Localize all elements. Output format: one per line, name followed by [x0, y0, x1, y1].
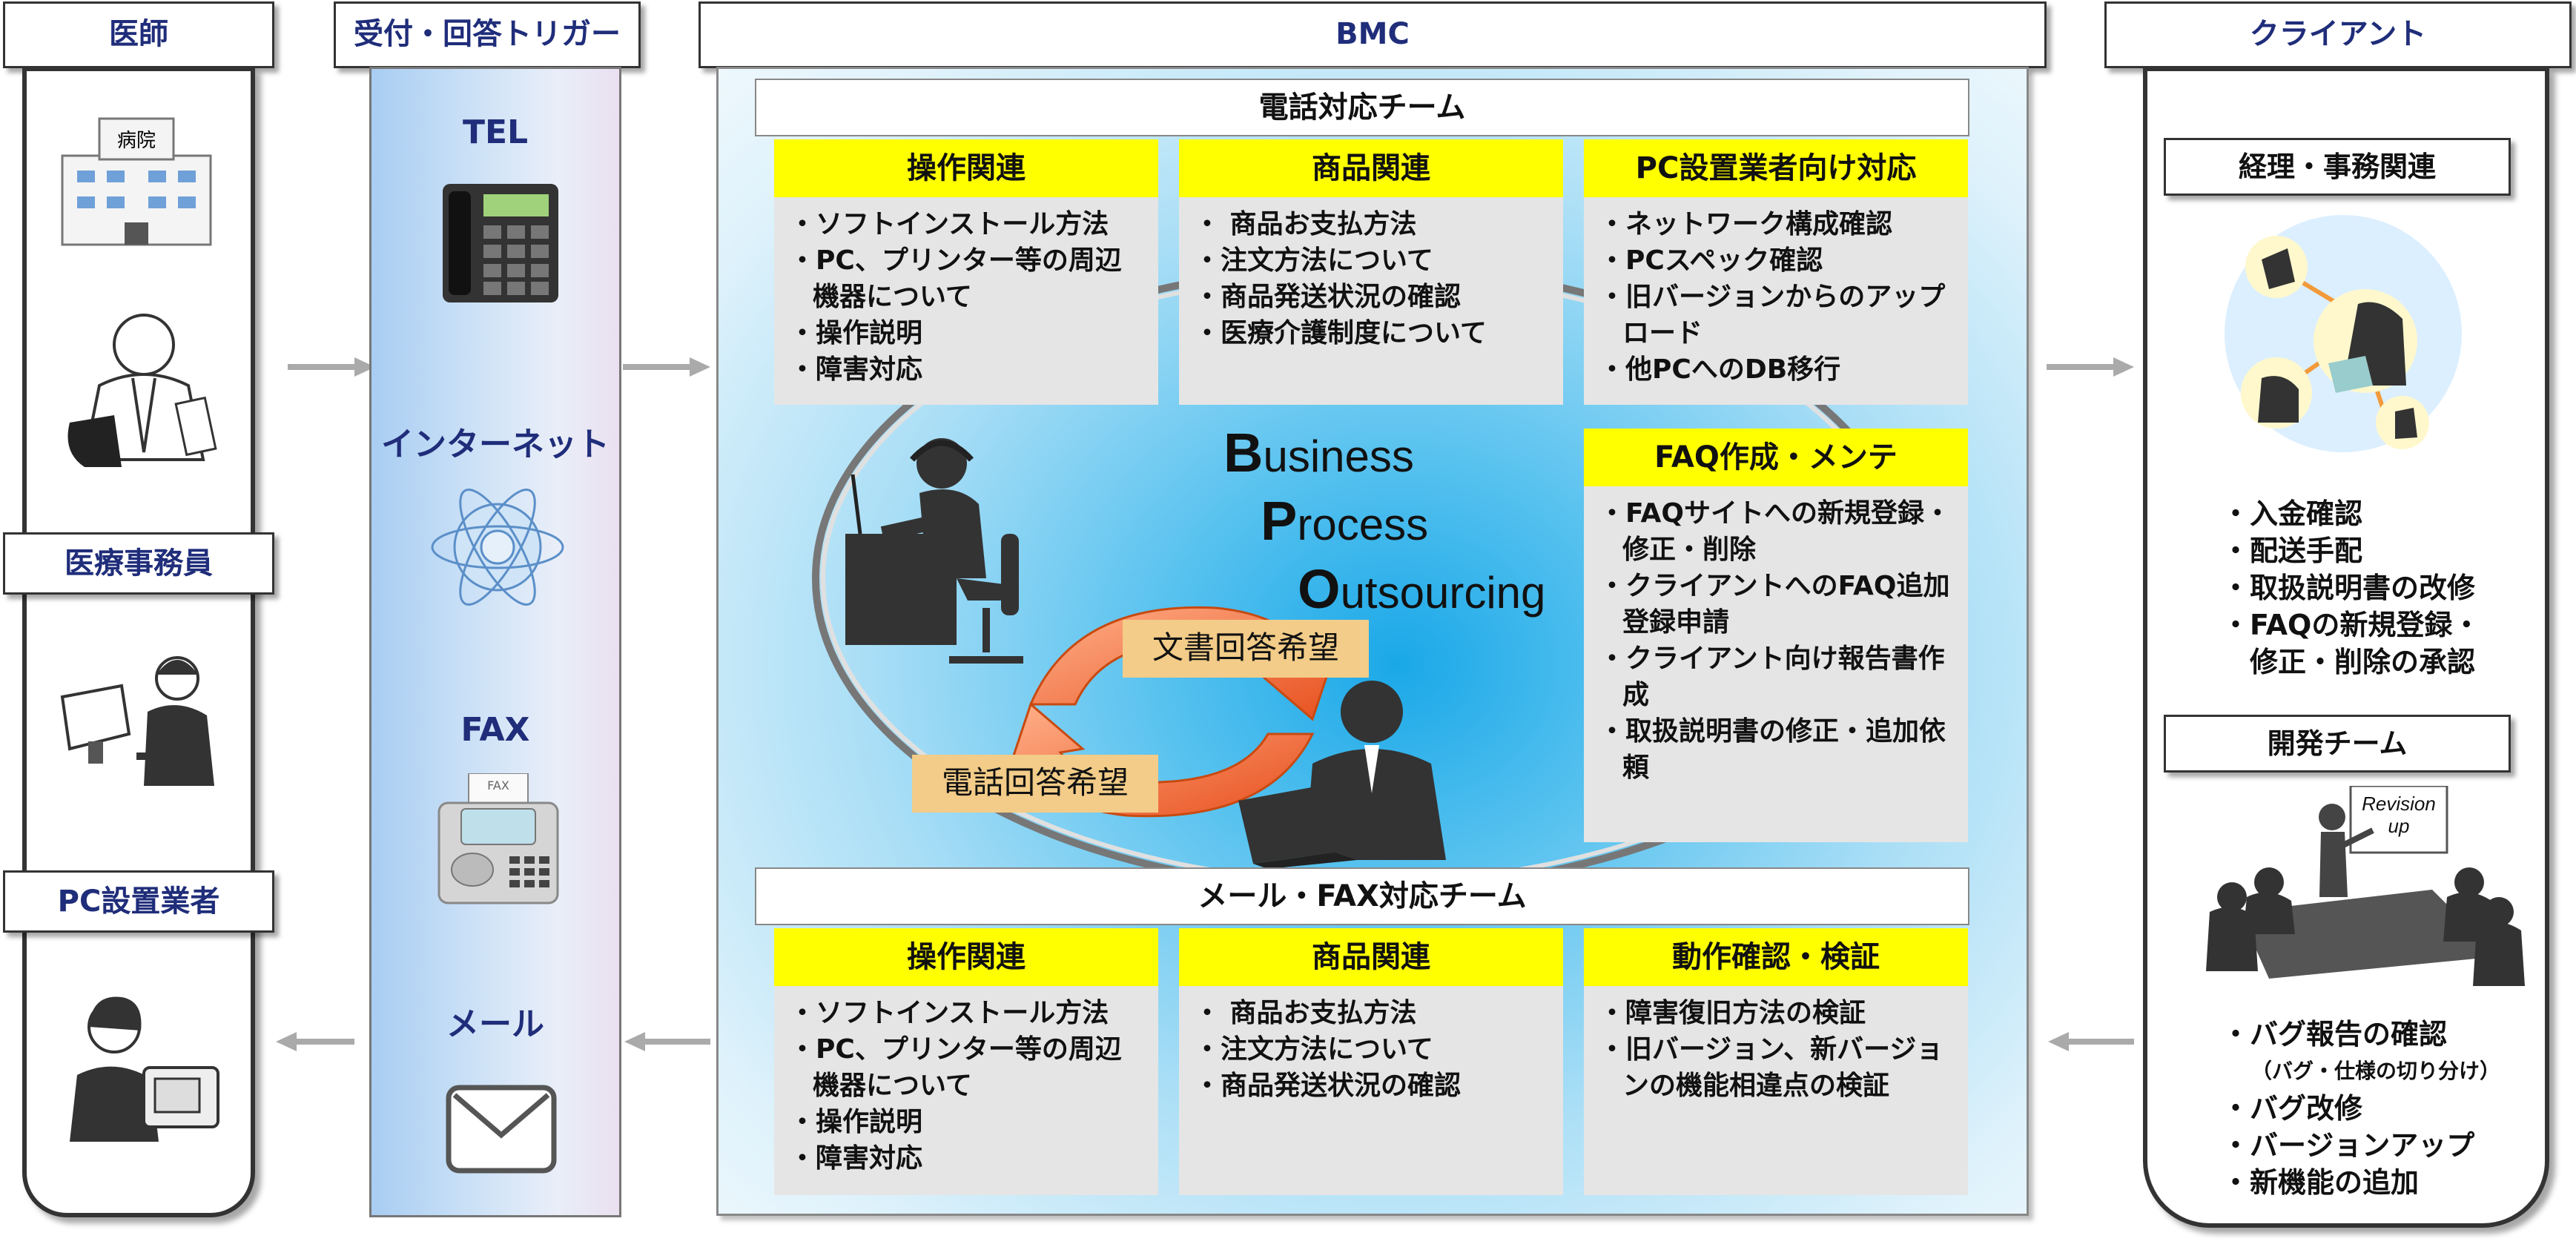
businessman-silhouette-icon: [1238, 681, 1446, 867]
label-pc-installer: PC設置業者: [3, 870, 274, 933]
accounting-title: 経理・事務関連: [2164, 138, 2511, 196]
card-title: 商品関連: [1179, 139, 1563, 197]
list-item: 障害対応: [796, 351, 1145, 388]
meeting-icon: Revision up: [2206, 786, 2525, 986]
list-item: 配送手配: [2222, 532, 2480, 569]
list-item: 障害復旧方法の検証: [1606, 995, 1955, 1031]
bpo-rest: rocess: [1297, 500, 1429, 549]
revision-note-2: up: [2388, 815, 2410, 837]
mail-card-product: 商品関連 商品お支払方法 注文方法について 商品発送状況の確認: [1179, 928, 1563, 1195]
faq-card: FAQ作成・メンテ FAQサイトへの新規登録・修正・削除 クライアントへのFAQ…: [1584, 429, 1968, 842]
mail-envelope-icon: [446, 1085, 557, 1174]
list-item: 修正・削除の承認: [2250, 646, 2476, 678]
trigger-tel-label: TEL: [462, 113, 529, 151]
mail-card-verification: 動作確認・検証 障害復旧方法の検証 旧バージョン、新バージョンの機能相違点の検証: [1584, 928, 1968, 1195]
list-item: 他PCへのDB移行: [1606, 351, 1955, 388]
list-item: バージョンアップ: [2222, 1127, 2500, 1164]
list-item: ソフトインストール方法: [796, 206, 1145, 242]
phone-card-product: 商品関連 商品お支払方法 注文方法について 商品発送状況の確認 医療介護制度につ…: [1179, 139, 1563, 405]
label-medical-clerk: 医療事務員: [3, 532, 274, 595]
list-item: 新機能の追加: [2222, 1164, 2500, 1201]
arrow-client-to-bmc: [2048, 1032, 2134, 1051]
phone-card-pc-installer: PC設置業者向け対応 ネットワーク構成確認 PCスペック確認 旧バージョンからの…: [1584, 139, 1968, 405]
operator-silhouette-icon: [845, 438, 1023, 664]
list-item: 商品発送状況の確認: [1201, 1068, 1550, 1104]
installer-icon: [70, 996, 219, 1142]
list-item: 旧バージョンからのアップロード: [1606, 279, 1955, 351]
bpo-line-process: Process: [1261, 489, 1428, 552]
arrow-bmc-to-client: [2047, 357, 2134, 377]
list-item: 商品発送状況の確認: [1201, 279, 1550, 315]
list-item: FAQの新規登録・: [2222, 606, 2480, 644]
list-item: ソフトインストール方法: [796, 995, 1145, 1031]
card-title: 商品関連: [1179, 928, 1563, 986]
header-trigger: 受付・回答トリガー: [334, 1, 641, 68]
card-title: 操作関連: [774, 139, 1158, 197]
list-item: ネットワーク構成確認: [1606, 206, 1955, 242]
accounting-list: 入金確認 配送手配 取扱説明書の改修 FAQの新規登録・ 修正・削除の承認: [2222, 495, 2480, 681]
dev-list: バグ報告の確認 （バグ・仕様の切り分け） バグ改修 バージョンアップ 新機能の追…: [2222, 1016, 2500, 1201]
list-item-note: （バグ・仕様の切り分け）: [2251, 1059, 2501, 1083]
revision-note: Revision: [2362, 793, 2436, 815]
cycle-label-document: 文書回答希望: [1123, 620, 1369, 678]
bpo-line-business: Business: [1223, 421, 1414, 484]
list-item: 入金確認: [2222, 495, 2480, 532]
globe-icon: [431, 489, 564, 606]
arrow-trigger-to-bmc: [623, 357, 710, 377]
arrow-bmc-to-trigger: [624, 1032, 710, 1051]
list-item: 商品お支払方法: [1201, 206, 1550, 242]
bpo-initial: B: [1223, 422, 1264, 483]
card-title: 操作関連: [774, 928, 1158, 986]
doctor-icon: [67, 314, 217, 467]
list-item: 障害対応: [796, 1140, 1145, 1177]
hospital-icon: 病院: [61, 117, 212, 246]
telephone-icon: [443, 184, 558, 302]
header-bmc: BMC: [699, 1, 2047, 68]
header-doctor: 医師: [3, 1, 274, 68]
arrow-doctor-to-trigger: [288, 357, 375, 377]
network-people-icon: [2225, 215, 2462, 452]
list-item: 注文方法について: [1201, 1031, 1550, 1068]
mail-team-bar: メール・FAX対応チーム: [755, 867, 1969, 925]
list-item: 注文方法について: [1201, 242, 1550, 279]
list-item: 医療介護制度について: [1201, 315, 1550, 351]
trigger-internet-label: インターネット: [381, 426, 610, 463]
list-item: バグ改修: [2222, 1090, 2500, 1127]
list-item: クライアントへのFAQ追加登録申請: [1606, 568, 1955, 641]
list-item: クライアント向け報告書作成: [1606, 641, 1955, 713]
phone-team-bar: 電話対応チーム: [755, 79, 1969, 136]
list-item: 取扱説明書の改修: [2222, 569, 2480, 606]
list-item: バグ報告の確認: [2222, 1016, 2500, 1053]
bpo-rest: usiness: [1263, 431, 1414, 481]
list-item: 旧バージョン、新バージョンの機能相違点の検証: [1606, 1031, 1955, 1104]
card-title: PC設置業者向け対応: [1584, 139, 1968, 197]
list-item: PCスペック確認: [1606, 242, 1955, 279]
bpo-initial: O: [1298, 558, 1341, 620]
list-item: 商品お支払方法: [1201, 995, 1550, 1031]
list-item: 取扱説明書の修正・追加依頼: [1606, 713, 1955, 786]
fax-paper-label: FAX: [487, 778, 509, 793]
phone-card-operation: 操作関連 ソフトインストール方法 PC、プリンター等の周辺機器について 操作説明…: [774, 139, 1158, 405]
clerk-icon: [60, 656, 214, 786]
header-client: クライアント: [2104, 1, 2572, 68]
card-title: FAQ作成・メンテ: [1584, 429, 1968, 486]
list-item: 操作説明: [796, 1104, 1145, 1140]
arrow-trigger-to-installer: [276, 1032, 354, 1051]
list-item: PC、プリンター等の周辺機器について: [796, 1031, 1145, 1104]
list-item: FAQサイトへの新規登録・修正・削除: [1606, 495, 1955, 568]
dev-team-title: 開発チーム: [2164, 715, 2511, 773]
trigger-panel: TEL インターネット FAX FAX メール: [369, 67, 621, 1217]
cycle-label-phone: 電話回答希望: [912, 755, 1158, 813]
card-title: 動作確認・検証: [1584, 928, 1968, 986]
bpo-rest: utsourcing: [1340, 568, 1546, 618]
list-item: 操作説明: [796, 315, 1145, 351]
bpo-initial: P: [1261, 490, 1298, 552]
fax-machine-icon: FAX: [437, 773, 559, 904]
trigger-fax-label: FAX: [460, 711, 530, 749]
bpo-line-outsourcing: Outsourcing: [1298, 558, 1545, 621]
list-item: PC、プリンター等の周辺機器について: [796, 242, 1145, 315]
mail-card-operation: 操作関連 ソフトインストール方法 PC、プリンター等の周辺機器について 操作説明…: [774, 928, 1158, 1195]
hospital-sign: 病院: [117, 130, 156, 152]
trigger-mail-label: メール: [446, 1005, 544, 1043]
